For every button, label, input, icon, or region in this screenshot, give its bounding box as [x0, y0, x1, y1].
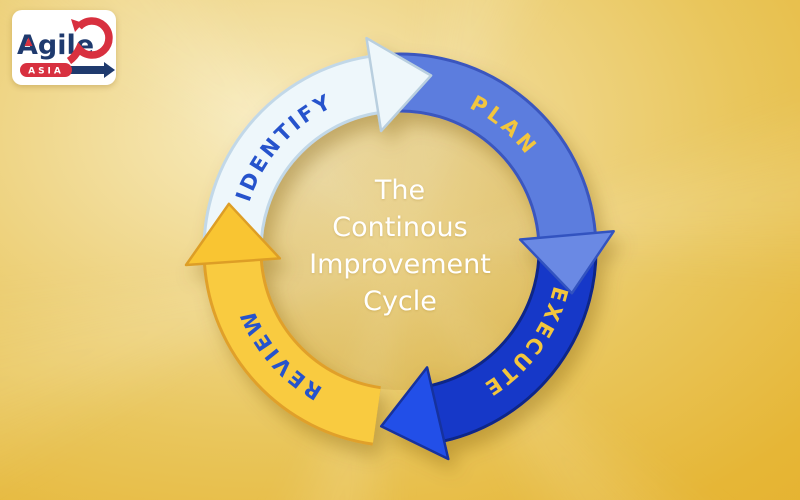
arrowhead-execute-to-review — [379, 366, 450, 461]
arrowhead-identify-to-plan — [365, 36, 433, 133]
center-title: The Continous Improvement Cycle — [285, 172, 515, 320]
center-title-line: Improvement — [309, 249, 491, 280]
logo-forward-arrow-icon — [58, 62, 115, 78]
center-title-line: The — [374, 175, 426, 206]
center-title-line: Cycle — [363, 286, 437, 317]
logo-a-triangle-icon — [24, 37, 33, 46]
logo-loop-arrow-icon — [66, 17, 113, 65]
segment-arc-review — [205, 259, 382, 443]
inner-disc-shading — [260, 110, 540, 390]
center-title-line: Continous — [332, 212, 468, 243]
arrowhead-plan-to-execute — [518, 230, 615, 295]
logo-graphic: ASIA Agile — [17, 17, 115, 78]
arrowhead-review-to-identify — [184, 202, 282, 267]
logo-region-text: ASIA — [28, 67, 64, 77]
logo-asia-pill — [20, 63, 72, 77]
agile-asia-logo: ASIA Agile — [12, 10, 116, 85]
